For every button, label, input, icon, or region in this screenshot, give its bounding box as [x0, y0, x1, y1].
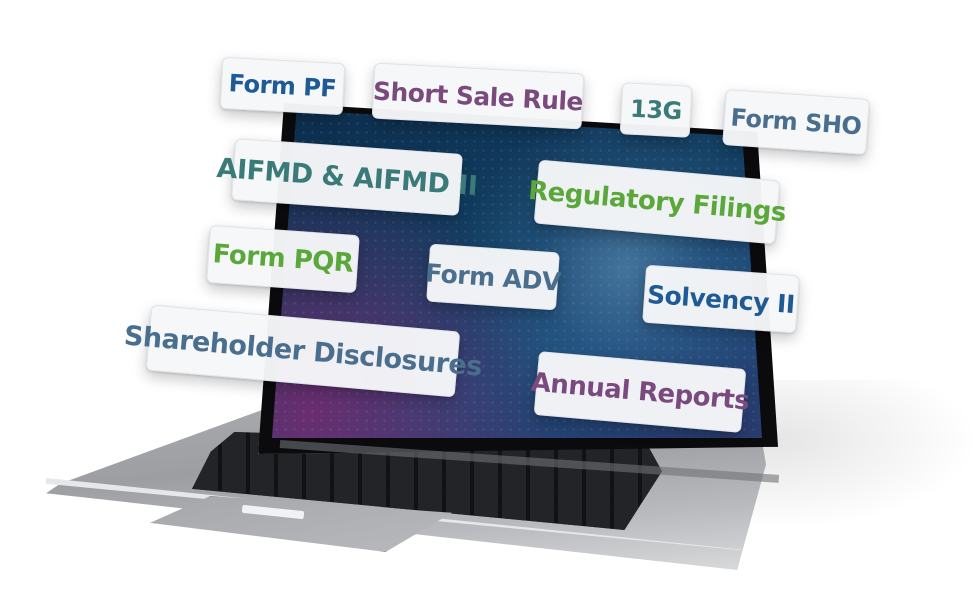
tag-label: 13G	[629, 94, 683, 126]
tag-label: Short Sale Rule	[372, 76, 584, 116]
tag-short-sale-rule: Short Sale Rule	[371, 62, 585, 130]
tag-solvency-ii: Solvency II	[642, 264, 800, 334]
tag-13g: 13G	[619, 82, 693, 138]
tag-label: Annual Reports	[529, 367, 751, 417]
tag-label: Form PQR	[211, 239, 355, 279]
tag-form-pqr: Form PQR	[206, 224, 360, 294]
tag-label: AIFMD & AIFMD II	[215, 152, 479, 202]
tag-form-adv: Form ADV	[424, 243, 562, 311]
tag-form-sho: Form SHO	[722, 89, 870, 155]
tag-label: Shareholder Disclosures	[122, 319, 484, 383]
tag-label: Regulatory Filings	[526, 175, 788, 229]
tag-label: Form ADV	[424, 257, 562, 297]
tag-form-pf: Form PF	[219, 56, 346, 116]
tag-label: Form PF	[228, 69, 337, 103]
tag-label: Form SHO	[729, 103, 863, 141]
tag-label: Solvency II	[646, 279, 796, 319]
